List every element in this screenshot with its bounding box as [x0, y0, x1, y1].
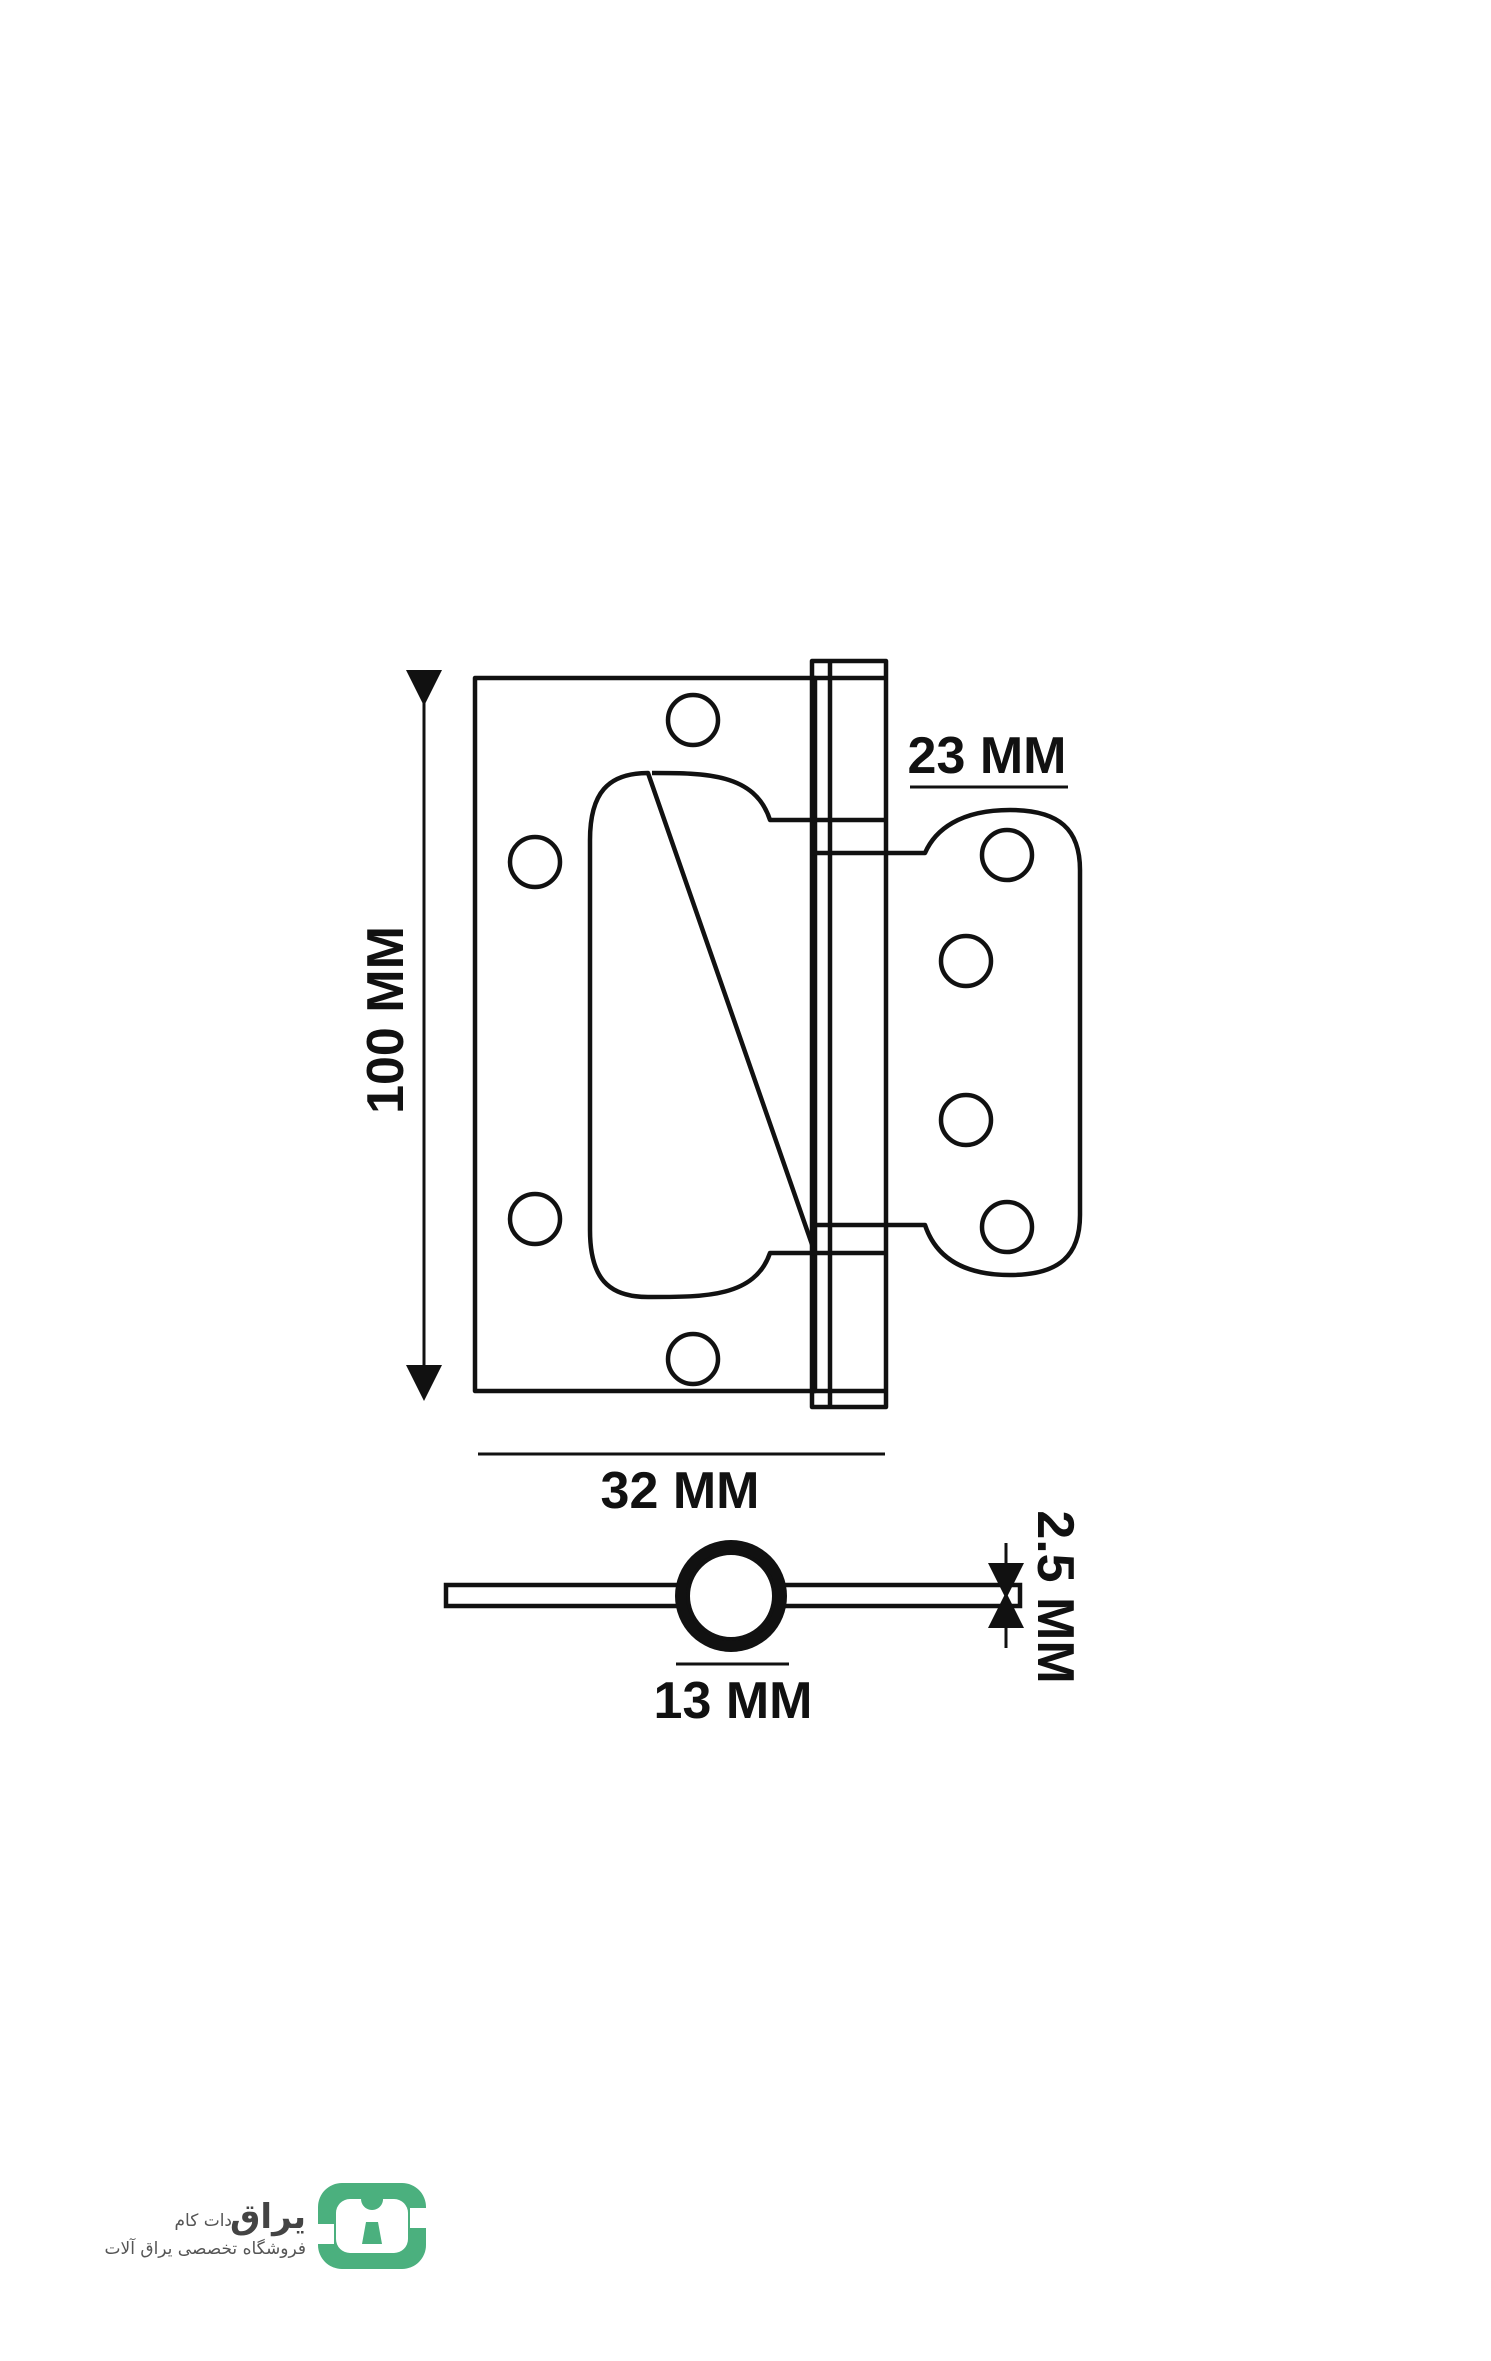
diameter-label: 13 MM [654, 1672, 813, 1730]
hinge-knuckle [809, 658, 889, 1410]
screw-hole [665, 1331, 721, 1387]
main-leaf-frame [472, 675, 818, 1394]
logo: یراق دات کام فروشگاه تخصصی یراق آلات [105, 2183, 426, 2269]
keyhole-icon [361, 2188, 384, 2244]
logo-domain: دات کام [175, 2211, 233, 2231]
small-wing [886, 807, 1083, 1278]
wing-label: 23 MM [908, 727, 1067, 785]
thickness-label: 2.5 MM [1026, 1510, 1084, 1683]
width-label: 32 MM [601, 1462, 760, 1520]
screw-hole [507, 834, 563, 890]
height-label: 100 MM [357, 926, 415, 1114]
logo-tagline: فروشگاه تخصصی یراق آلات [105, 2237, 306, 2259]
screw-hole [979, 827, 1035, 883]
leaf-cutout [587, 770, 818, 1300]
screw-hole [938, 933, 994, 989]
knuckle-section-inner [686, 1551, 776, 1641]
screw-hole [507, 1191, 563, 1247]
logo-brand: یراق [230, 2197, 306, 2237]
screw-hole [665, 692, 721, 748]
screw-hole [938, 1092, 994, 1148]
screw-hole [979, 1199, 1035, 1255]
